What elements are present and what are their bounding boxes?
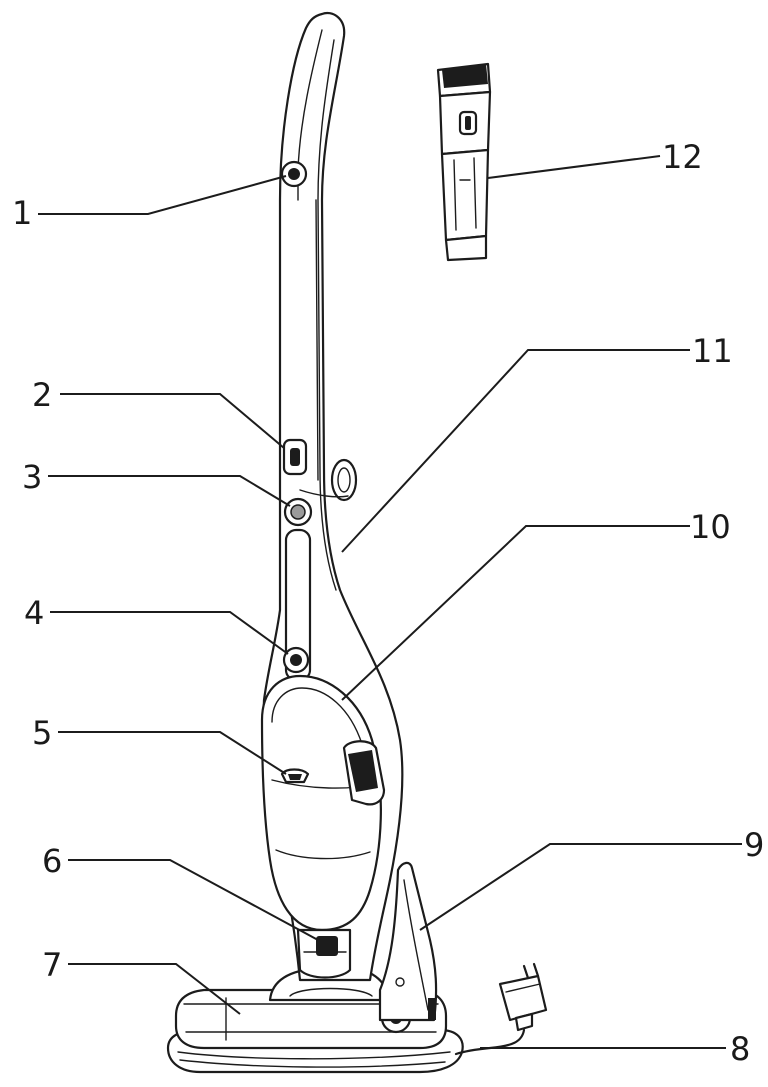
callout-9: 9 (744, 826, 764, 864)
leader-2 (60, 393, 285, 449)
leader-3 (48, 475, 291, 507)
callout-labels: 1 2 3 4 5 6 7 8 9 10 11 12 (12, 138, 764, 1068)
leader-5 (58, 731, 287, 775)
brush-attachment (436, 62, 492, 262)
dust-bin-release (280, 768, 310, 784)
leader-6 (68, 859, 319, 941)
callout-4: 4 (24, 594, 44, 632)
leader-4 (50, 611, 289, 655)
release-button (283, 497, 313, 527)
callout-3: 3 (22, 458, 42, 496)
callout-8: 8 (730, 1030, 750, 1068)
leader-10 (341, 525, 690, 701)
leader-9 (419, 843, 742, 931)
callout-7: 7 (42, 946, 62, 984)
leader-12 (487, 155, 661, 179)
callout-1: 1 (12, 194, 32, 232)
callout-10: 10 (690, 508, 731, 546)
indicator-button (282, 646, 310, 674)
charging-stand (378, 861, 438, 1022)
power-switch (282, 438, 308, 476)
main-handle-body (260, 11, 404, 982)
callout-12: 12 (662, 138, 703, 176)
callout-11: 11 (692, 332, 733, 370)
power-adapter (454, 962, 548, 1056)
callout-6: 6 (42, 842, 62, 880)
handle-button-top (280, 160, 308, 188)
callout-5: 5 (32, 714, 52, 752)
callout-2: 2 (32, 376, 52, 414)
leader-lines (38, 155, 742, 1049)
leader-7 (68, 963, 241, 1015)
leader-1 (38, 175, 287, 215)
leader-11 (341, 349, 690, 553)
